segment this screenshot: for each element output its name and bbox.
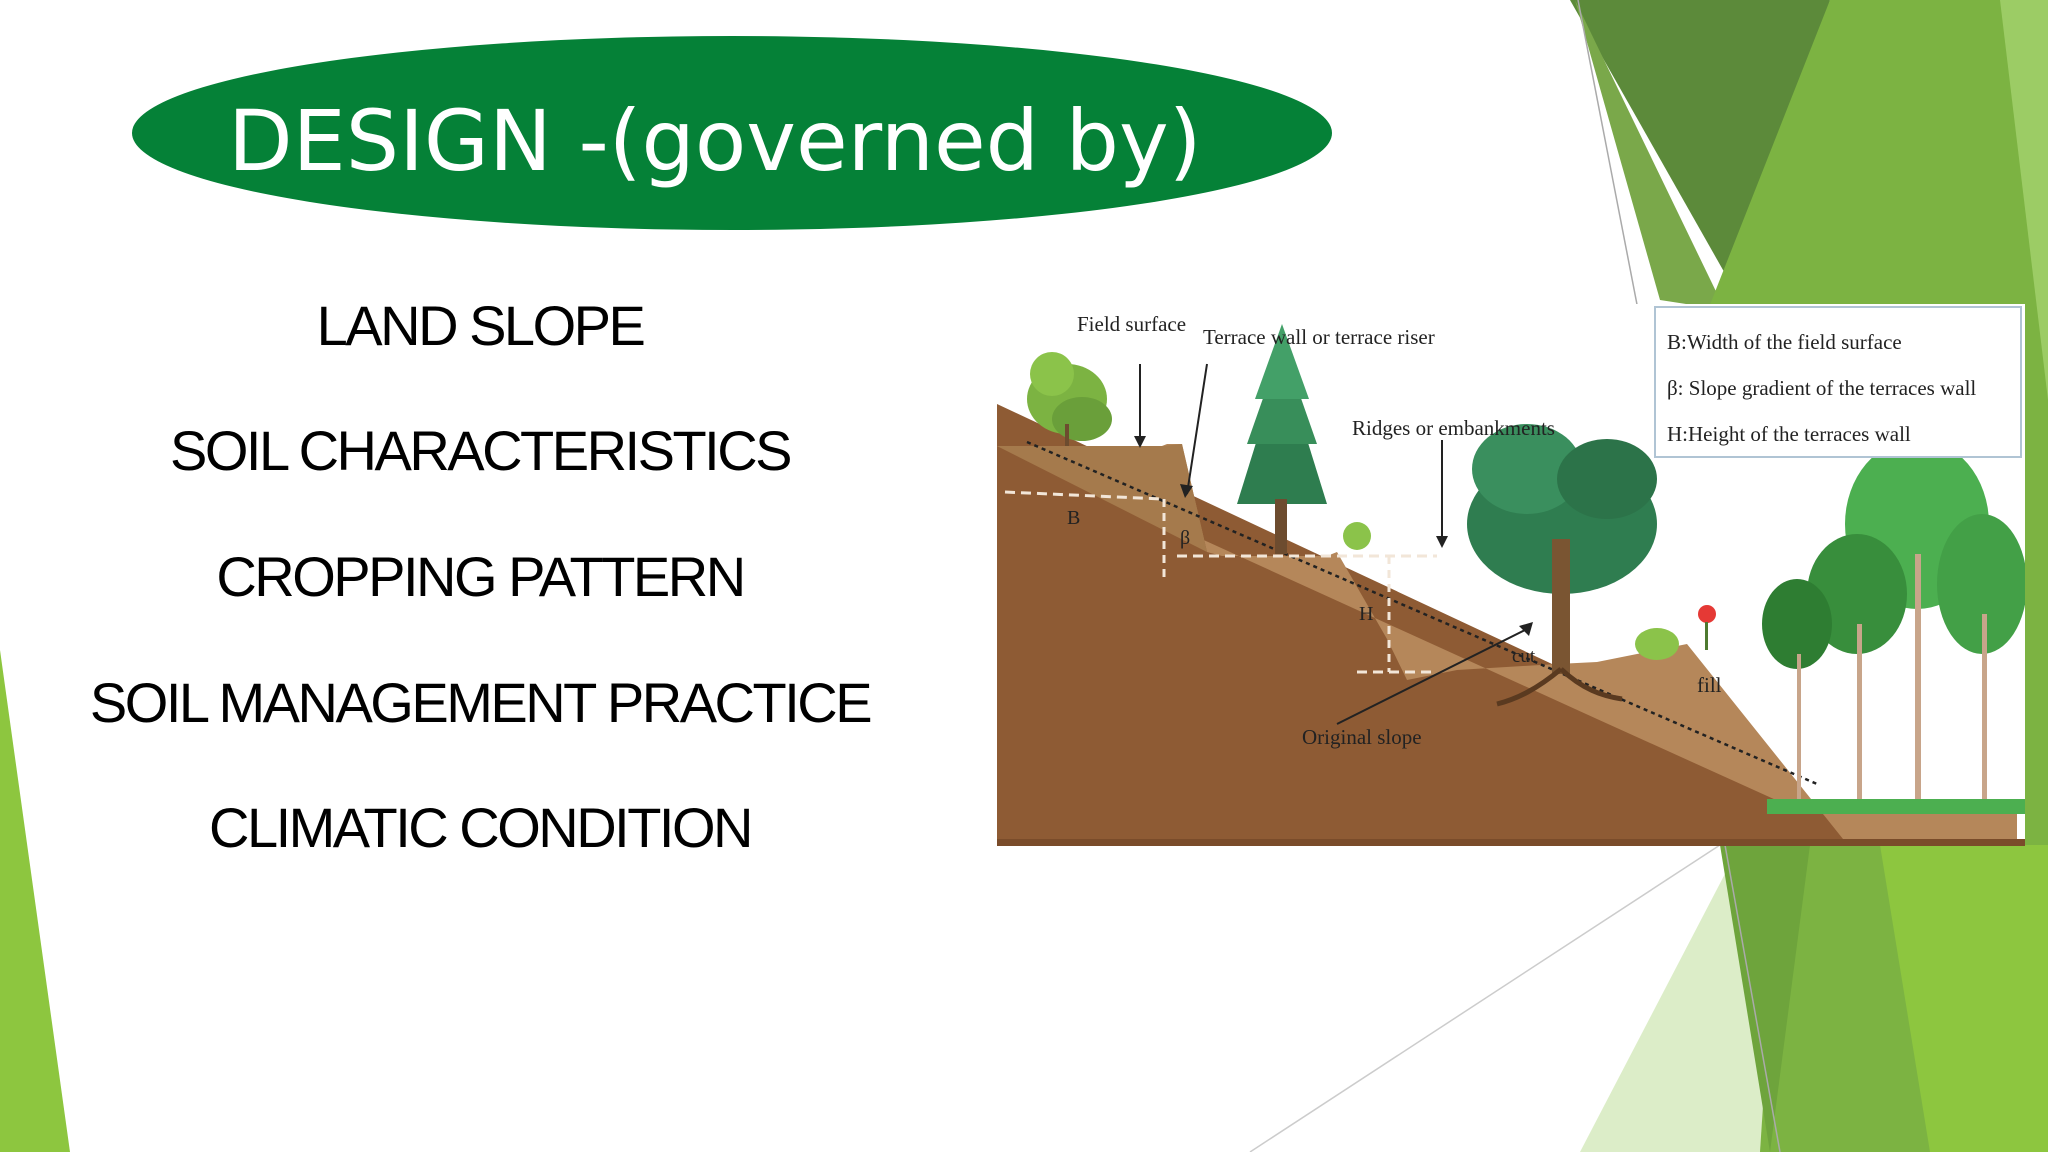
- original-slope-arrow: [1336, 628, 1528, 725]
- ground-strip: [997, 839, 2025, 846]
- slide-title: DESIGN -(governed by): [228, 92, 1202, 190]
- legend-beta: β: Slope gradient of the terraces wall: [1667, 376, 1976, 400]
- title-banner: [132, 36, 1332, 230]
- label-beta: β: [1180, 527, 1190, 549]
- original-slope-arrowhead: [1519, 622, 1533, 636]
- bottom-right-bright-triangle: [1880, 845, 2048, 1152]
- factor-list: LAND SLOPE SOIL CHARACTERISTICS CROPPING…: [40, 260, 920, 900]
- label-cut: cut: [1512, 646, 1536, 667]
- factor-soil-characteristics: SOIL CHARACTERISTICS: [169, 419, 793, 482]
- soil-top-strip: [997, 444, 1207, 552]
- terrace-diagram: Field surface Terrace wall or terrace ri…: [997, 304, 2025, 846]
- label-b: B: [1067, 507, 1080, 529]
- label-terrace-wall: Terrace wall or terrace riser: [1203, 325, 1435, 349]
- left-edge-green-triangle: [0, 650, 70, 1152]
- top-right-mid-triangle: [1575, 0, 1725, 310]
- label-h: H: [1359, 603, 1373, 625]
- thin-line-3: [1724, 844, 1781, 1152]
- pine-tree-icon: [1237, 324, 1327, 554]
- bottom-right-dark-triangle: [1720, 845, 1810, 1152]
- label-ridges: Ridges or embankments: [1352, 416, 1555, 440]
- soil-lower-body: [997, 404, 2017, 846]
- forest-trees-icon: [1762, 439, 2025, 814]
- left-shrub-icon: [1027, 352, 1112, 446]
- factor-climatic-condition: CLIMATIC CONDITION: [209, 796, 753, 859]
- terrace-wall-arrow: [1186, 363, 1208, 495]
- soil-terrace-upper: [997, 444, 2017, 844]
- field-surface-arrowhead: [1134, 436, 1146, 448]
- factor-land-slope: LAND SLOPE: [316, 294, 646, 357]
- b-dimension-line: [1004, 490, 1163, 501]
- thin-line-2: [1249, 844, 1721, 1152]
- factor-cropping-pattern: CROPPING PATTERN: [216, 545, 746, 608]
- label-field-surface: Field surface: [1077, 312, 1186, 336]
- thin-line-1: [1577, 0, 1641, 321]
- top-right-dark-triangle: [1570, 0, 1830, 300]
- legend-b: B:Width of the field surface: [1667, 330, 1902, 354]
- legend-h: H:Height of the terraces wall: [1667, 422, 1911, 446]
- factor-soil-management: SOIL MANAGEMENT PRACTICE: [89, 671, 873, 734]
- terrace-wall-arrowhead: [1180, 484, 1193, 498]
- right-edge-light-band: [2000, 0, 2048, 400]
- small-plant-icon: [1343, 522, 1716, 660]
- label-original-slope: Original slope: [1302, 725, 1422, 749]
- label-fill: fill: [1697, 673, 1722, 697]
- ridges-arrowhead: [1436, 536, 1448, 548]
- deciduous-tree-icon: [1467, 424, 1657, 707]
- legend-box: B:Width of the field surface β: Slope gr…: [1654, 306, 2022, 458]
